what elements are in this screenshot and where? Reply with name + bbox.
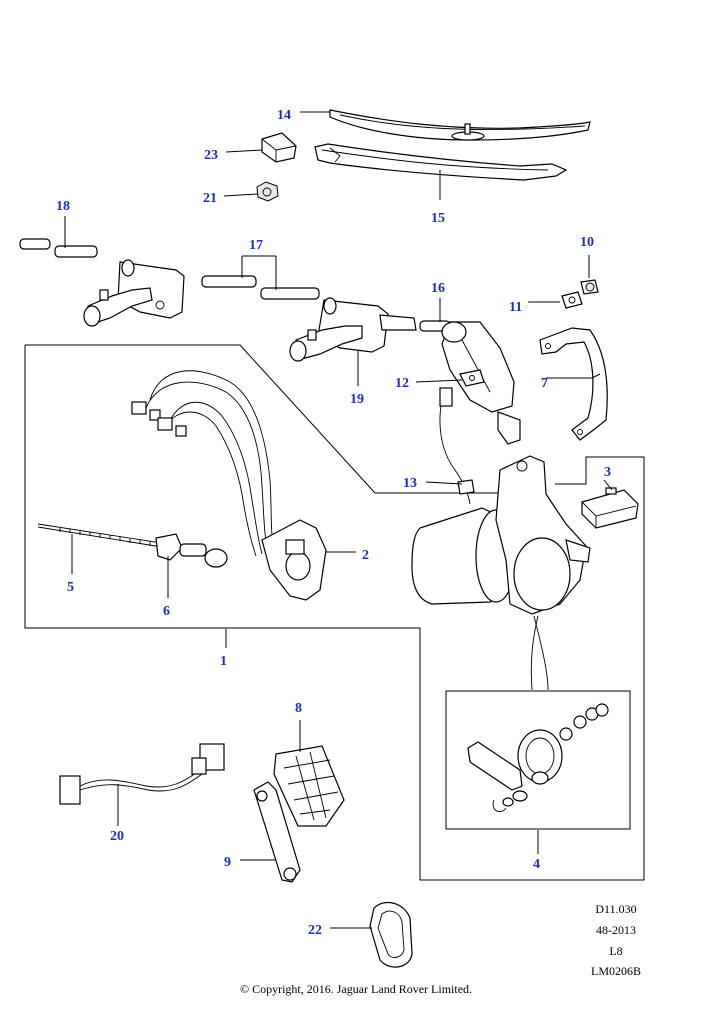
wiper-blade (329, 109, 591, 141)
kit-frame-1 (24, 344, 645, 881)
callout-5: 5 (67, 580, 74, 595)
drive-rack (37, 523, 228, 568)
washer-jet-left (83, 259, 185, 327)
leader-lines (64, 111, 613, 929)
cable-clip-12 (459, 369, 485, 387)
callout-15: 15 (431, 211, 445, 226)
grommet (369, 901, 413, 968)
callout-3: 3 (604, 465, 611, 480)
link-arm (253, 781, 301, 883)
wiring-harness (131, 370, 275, 557)
callout-6: 6 (163, 604, 170, 619)
callout-23: 23 (204, 148, 218, 163)
callout-4: 4 (533, 857, 540, 872)
callout-1: 1 (220, 654, 227, 669)
washer-jet-middle (289, 297, 417, 362)
callout-7: 7 (541, 376, 548, 391)
callout-17: 17 (249, 238, 263, 253)
callout-labels: 1 2 3 4 5 6 7 8 9 10 11 12 13 14 15 16 1… (56, 108, 611, 938)
callout-19: 19 (350, 392, 364, 407)
callout-8: 8 (295, 701, 302, 716)
spindle-cap (261, 132, 297, 163)
motor-cable (439, 387, 475, 505)
nut (256, 181, 279, 202)
gear-assembly (467, 703, 609, 813)
wiper-motor (411, 455, 591, 691)
callout-13: 13 (403, 476, 417, 491)
callout-2: 2 (362, 548, 369, 563)
mounting-plate (261, 519, 327, 601)
copyright-notice: © Copyright, 2016. Jaguar Land Rover Lim… (239, 982, 473, 996)
diagram-version: L8 (609, 944, 623, 958)
callout-18: 18 (56, 199, 70, 214)
diagram-date-code: 48-2013 (596, 923, 636, 937)
diagram-ref-code: D11.030 (595, 902, 637, 916)
mounting-strap (539, 327, 608, 441)
wiper-motor-spindle (441, 321, 521, 445)
callout-11: 11 (509, 300, 522, 315)
callout-16: 16 (431, 281, 445, 296)
washer-tube-left (19, 238, 98, 258)
callout-20: 20 (110, 829, 124, 844)
callout-12: 12 (395, 376, 409, 391)
connector-3 (581, 487, 639, 529)
wiper-arm (314, 143, 568, 181)
callout-10: 10 (580, 235, 594, 250)
inset-frame-4 (445, 690, 631, 830)
diagram-id: LM0206B (590, 964, 641, 978)
connector-harness (59, 743, 225, 805)
callout-21: 21 (203, 191, 217, 206)
washer-tubes-middle (201, 275, 320, 300)
callout-9: 9 (224, 855, 231, 870)
bracket-11 (561, 291, 583, 309)
screw (580, 279, 599, 295)
callout-14: 14 (277, 108, 291, 123)
callout-22: 22 (308, 923, 322, 938)
grille-plate (273, 745, 345, 827)
